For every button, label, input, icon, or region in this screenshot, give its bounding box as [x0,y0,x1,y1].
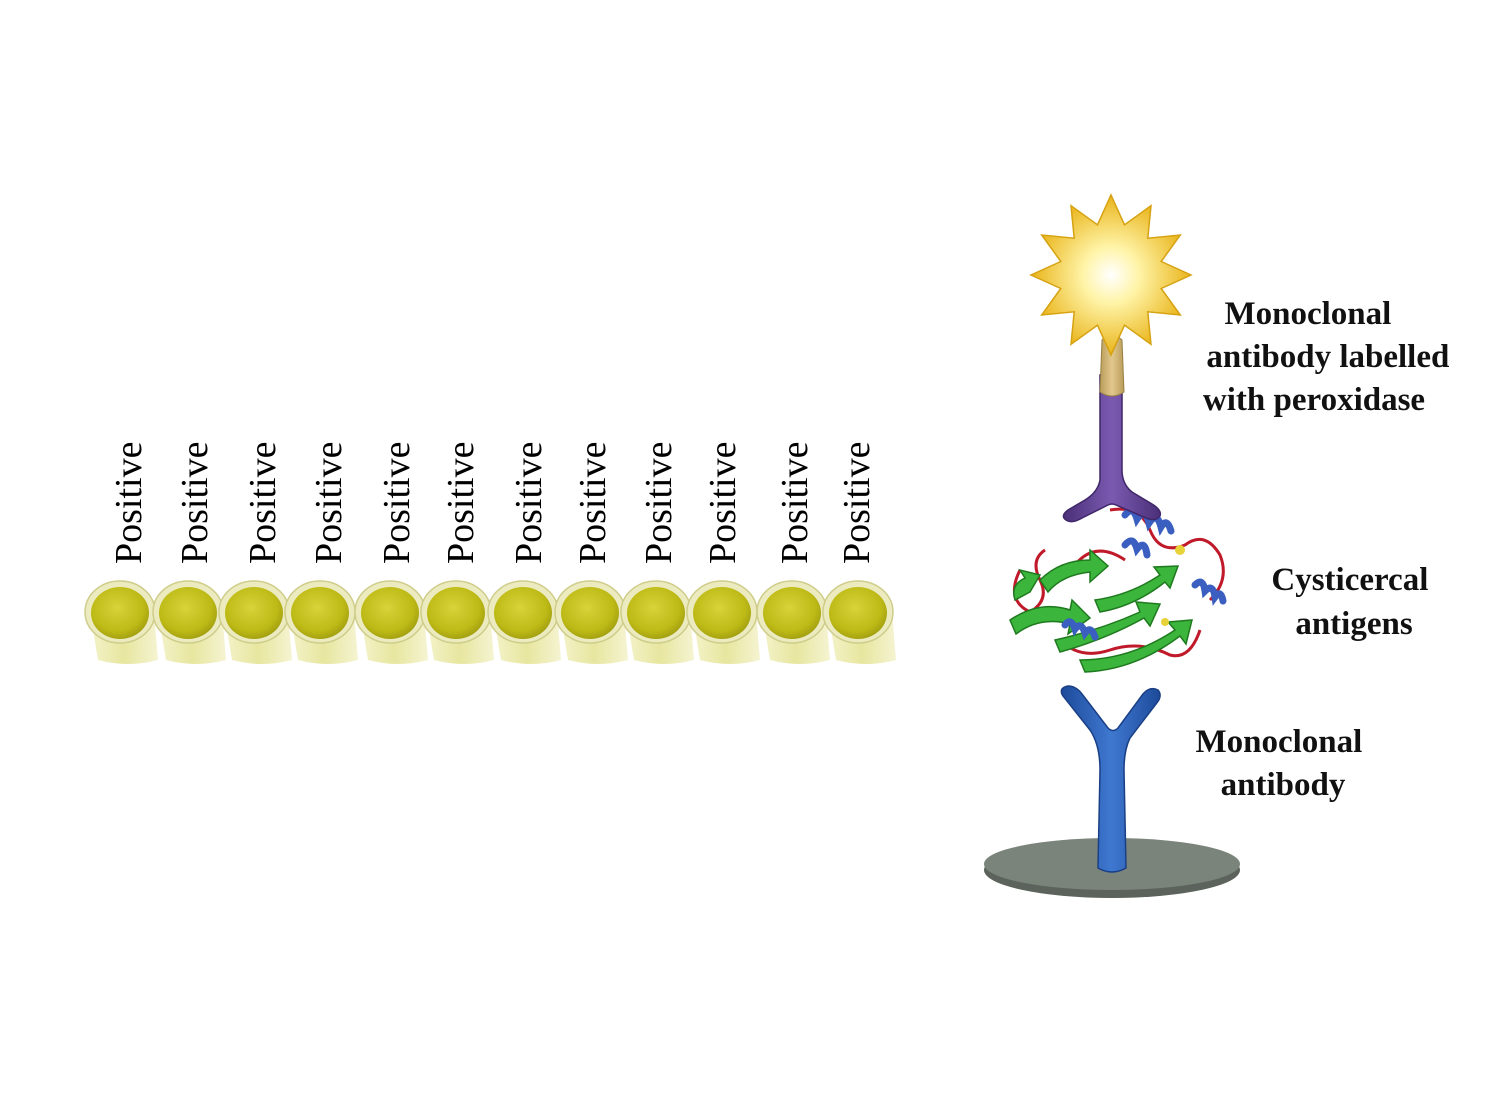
well-2 [152,580,226,664]
peroxidase-star [1029,193,1193,357]
labelled-antibody [1062,334,1162,523]
well-labels: Positive Positive Positive Positive Positive… [108,442,878,564]
labelled-antibody-label: Monoclonal antibody labelled with peroxi… [1203,296,1458,418]
well-label: Positive [440,442,482,564]
well-label: Positive [638,442,680,564]
antigens-label: Cysticercal antigens [1271,562,1436,642]
antigen-structure [1009,507,1227,673]
well-label: Positive [108,442,150,564]
well-5 [354,580,428,664]
well-9 [620,580,694,664]
well-8 [554,580,628,664]
well-7 [487,580,561,664]
well-label: Positive [702,442,744,564]
well-label: Positive [572,442,614,564]
well-label: Positive [774,442,816,564]
well-label: Positive [174,442,216,564]
capture-antibody-label: Monoclonal antibody [1195,724,1370,803]
well-10 [686,580,760,664]
well-12 [822,580,896,664]
capture-antibody [1060,685,1161,873]
well-11 [756,580,830,664]
well-label: Positive [836,442,878,564]
well-4 [284,580,358,664]
microplate-strip [84,580,896,664]
well-label: Positive [376,442,418,564]
well-6 [420,580,494,664]
well-label: Positive [308,442,350,564]
well-1 [84,580,158,664]
well-label: Positive [508,442,550,564]
well-3 [218,580,292,664]
well-label: Positive [242,442,284,564]
